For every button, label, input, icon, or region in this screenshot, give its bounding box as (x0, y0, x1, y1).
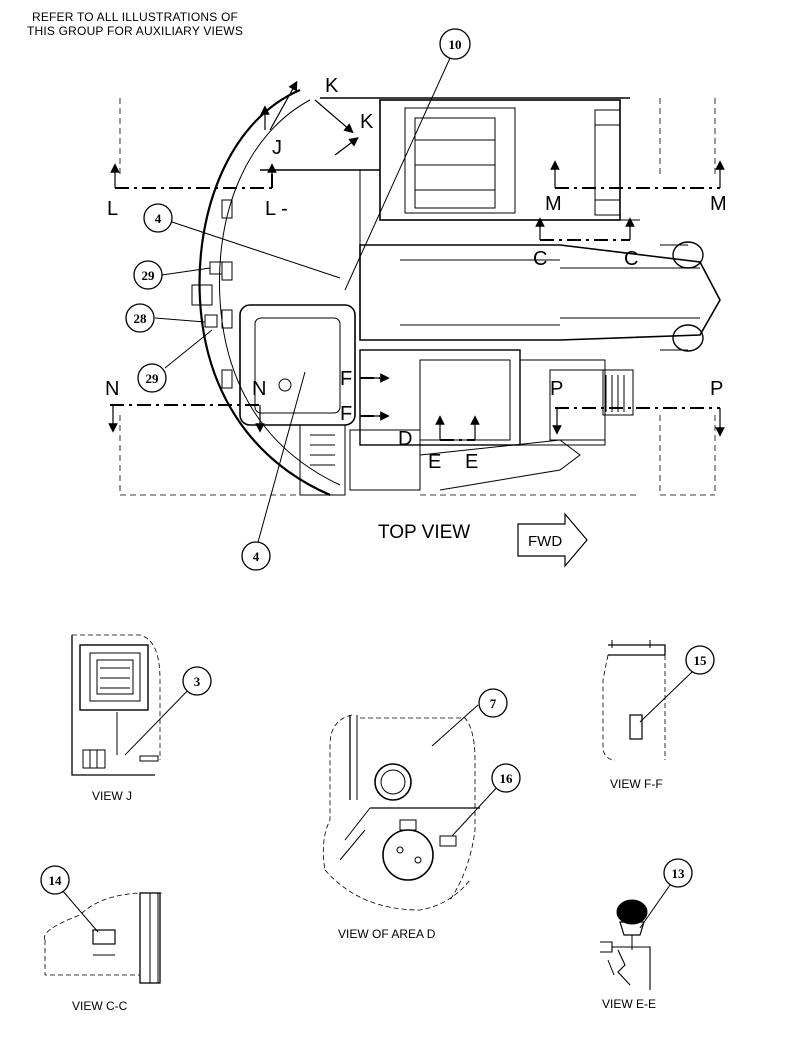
callout-4b: 4 (253, 549, 260, 564)
view-j-callout: 3 (194, 674, 201, 689)
view-area-d-callout-7: 7 (490, 696, 497, 711)
letter-n1: N (105, 378, 119, 400)
view-j (71, 634, 212, 776)
fwd-arrow: FWD (517, 512, 588, 568)
boom (359, 244, 721, 341)
cab-outline (239, 304, 356, 426)
fwd-label: FWD (528, 533, 562, 550)
callout-29a: 29 (142, 268, 156, 283)
letter-k1: K (325, 75, 339, 97)
letter-c2: C (624, 248, 638, 270)
callout-circle-4b (241, 541, 271, 571)
callout-28: 28 (134, 311, 148, 326)
view-j-caption: VIEW J (92, 789, 132, 803)
machine-rear-outline (198, 88, 331, 497)
view-cc-callout: 14 (49, 873, 63, 888)
letter-l2: L - (265, 198, 288, 220)
letter-e2: E (465, 451, 478, 473)
section-arrows (108, 80, 725, 440)
letter-d: D (398, 428, 412, 450)
header-note-line1: REFER TO ALL ILLUSTRATIONS OF (31, 10, 239, 24)
callout-4a: 4 (155, 211, 162, 226)
letter-j: J (272, 137, 282, 159)
view-ee-callout: 13 (672, 866, 686, 881)
view-ff-callout: 15 (694, 653, 708, 668)
letter-f2: F (340, 403, 352, 425)
top-callouts (125, 28, 471, 571)
letter-p1: P (550, 378, 563, 400)
letter-l1: L (107, 198, 118, 220)
letter-n2: N (252, 378, 266, 400)
view-cc (40, 865, 165, 984)
header-note: REFER TO ALL ILLUSTRATIONS OF THIS GROUP… (10, 10, 260, 38)
section-letters: K K J L L - M M C C N N F F D E E P P (105, 75, 727, 473)
leader-lines (154, 57, 451, 543)
header-note-line2: THIS GROUP FOR AUXILIARY VIEWS (26, 24, 244, 38)
letter-k2: K (360, 111, 374, 133)
callout-circle-4a (143, 203, 173, 233)
view-area-d-callout-16: 16 (500, 771, 514, 786)
view-ff-caption: VIEW F-F (610, 777, 663, 791)
callout-29b: 29 (146, 371, 160, 386)
callout-10: 10 (449, 37, 462, 52)
letter-e1: E (428, 451, 441, 473)
callout-circle-10 (439, 28, 471, 60)
top-view-caption: TOP VIEW (378, 522, 470, 543)
callout-circle-28 (125, 303, 155, 333)
view-ff (602, 640, 715, 761)
view-ee (600, 858, 693, 990)
section-lines (110, 170, 720, 441)
letter-p2: P (710, 378, 723, 400)
top-view (108, 57, 725, 543)
callout-circle-29a (133, 260, 163, 290)
callout-circle-29b (137, 363, 167, 393)
letter-c1: C (533, 248, 547, 270)
letter-f1: F (340, 368, 352, 390)
view-area-d (322, 688, 521, 911)
letter-m2: M (710, 193, 727, 215)
letter-m1: M (545, 193, 562, 215)
view-cc-caption: VIEW C-C (72, 999, 128, 1013)
frame-dashed-lines (119, 98, 716, 496)
view-area-d-caption: VIEW OF AREA D (338, 927, 436, 941)
view-ee-caption: VIEW E-E (602, 997, 656, 1011)
